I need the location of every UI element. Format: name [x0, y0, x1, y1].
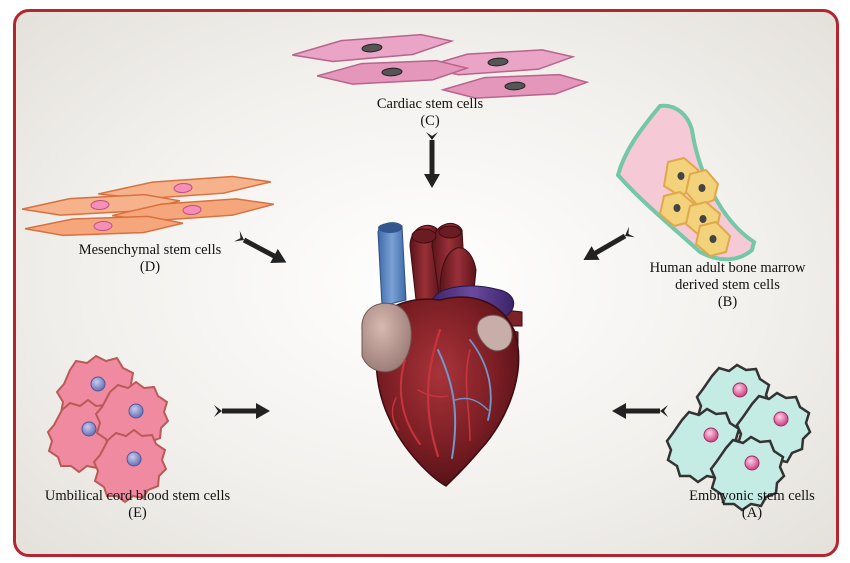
label-cardiac-tag: (C): [420, 113, 440, 129]
label-bone-marrow: Human adult bone marrow derived stem cel…: [625, 260, 830, 311]
label-mesenchymal: Mesenchymal stem cells (D): [50, 242, 250, 276]
cord-blood-cells-icon: [46, 354, 170, 504]
arrow-icon: [214, 403, 270, 419]
cardiac-cells-icon: [292, 33, 590, 99]
label-cord-blood-tag: (E): [128, 505, 147, 521]
label-bone-marrow-tag: (B): [717, 294, 738, 310]
label-embryonic-tag: (A): [741, 505, 763, 521]
label-cardiac: Cardiac stem cells (C): [345, 96, 515, 130]
heart-icon: [361, 222, 523, 487]
arrow-icon: [612, 403, 668, 419]
label-embryonic-name: Embryonic stem cells: [689, 488, 815, 504]
embryonic-cells-icon: [665, 363, 812, 512]
label-cord-blood: Umbilical cord blood stem cells (E): [20, 488, 255, 522]
label-mesenchymal-name: Mesenchymal stem cells: [78, 242, 222, 258]
label-embryonic: Embryonic stem cells (A): [672, 488, 832, 522]
bone-marrow-cells-icon: [615, 103, 757, 262]
label-mesenchymal-tag: (D): [139, 259, 161, 275]
mesenchymal-cells-icon: [21, 175, 274, 237]
arrow-icon: [424, 132, 440, 188]
label-cord-blood-name: Umbilical cord blood stem cells: [44, 488, 231, 504]
label-cardiac-name: Cardiac stem cells: [376, 96, 484, 112]
label-bone-marrow-line2: derived stem cells: [675, 277, 780, 293]
label-bone-marrow-line1: Human adult bone marrow: [649, 260, 806, 276]
